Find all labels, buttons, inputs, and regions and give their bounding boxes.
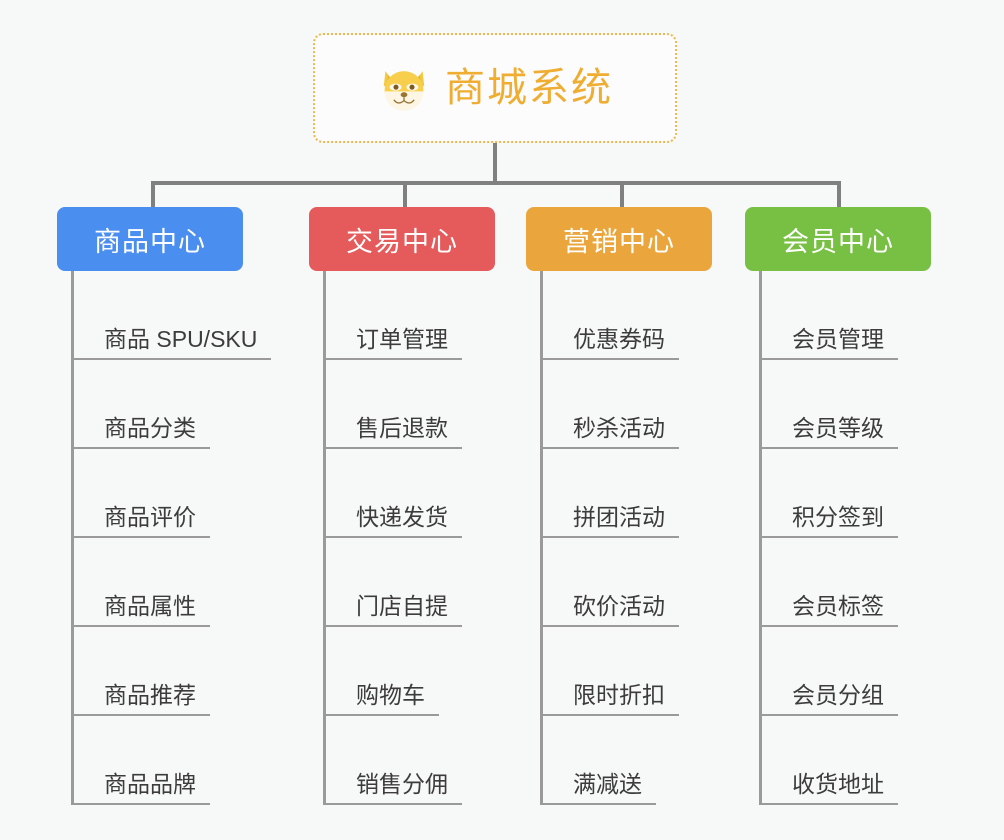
- leaf-item[interactable]: 商品属性: [90, 538, 307, 627]
- leaf-item[interactable]: 售后退款: [342, 360, 539, 449]
- leaf-label: 快递发货: [342, 504, 462, 538]
- leaf-label: 会员管理: [778, 326, 898, 360]
- leaf-list-marketing-center: 优惠券码 秒杀活动 拼团活动 砍价活动 限时折扣 满减送: [540, 271, 756, 805]
- connector-root-stem: [493, 143, 497, 183]
- leaf-item[interactable]: 门店自提: [342, 538, 539, 627]
- leaf-item[interactable]: 快递发货: [342, 449, 539, 538]
- leaf-label: 会员等级: [778, 415, 898, 449]
- leaf-item[interactable]: 商品评价: [90, 449, 307, 538]
- leaf-item[interactable]: 销售分佣: [342, 716, 539, 805]
- leaf-item[interactable]: 满减送: [559, 716, 756, 805]
- leaf-label: 秒杀活动: [559, 415, 679, 449]
- leaf-item[interactable]: 积分签到: [778, 449, 975, 538]
- leaf-label: 限时折扣: [559, 682, 679, 716]
- leaf-item[interactable]: 购物车: [342, 627, 539, 716]
- leaf-label: 收货地址: [778, 771, 898, 805]
- branch-trade-center: 交易中心 订单管理 售后退款 快递发货 门店自提 购物车 销售分佣: [309, 207, 539, 805]
- leaf-label: 商品 SPU/SKU: [90, 326, 272, 360]
- branch-product-center: 商品中心 商品 SPU/SKU 商品分类 商品评价 商品属性 商品推荐 商品品牌: [57, 207, 307, 805]
- leaf-label: 砍价活动: [559, 593, 679, 627]
- leaf-label: 商品分类: [90, 415, 210, 449]
- leaf-item[interactable]: 拼团活动: [559, 449, 756, 538]
- leaf-list-product-center: 商品 SPU/SKU 商品分类 商品评价 商品属性 商品推荐 商品品牌: [71, 271, 307, 805]
- connector-horizontal-bus: [151, 181, 841, 185]
- leaf-label: 门店自提: [342, 593, 462, 627]
- shiba-dog-face-icon: [377, 61, 431, 115]
- root-node-mall-system[interactable]: 商城系统: [313, 33, 677, 143]
- leaf-item[interactable]: 商品推荐: [90, 627, 307, 716]
- branch-header-member-center[interactable]: 会员中心: [745, 207, 931, 271]
- leaf-item[interactable]: 订单管理: [342, 271, 539, 360]
- leaf-list-member-center: 会员管理 会员等级 积分签到 会员标签 会员分组 收货地址: [759, 271, 975, 805]
- branch-header-label: 交易中心: [346, 226, 458, 257]
- leaf-list-trade-center: 订单管理 售后退款 快递发货 门店自提 购物车 销售分佣: [323, 271, 539, 805]
- branch-header-label: 会员中心: [782, 226, 894, 257]
- leaf-item[interactable]: 收货地址: [778, 716, 975, 805]
- branch-header-trade-center[interactable]: 交易中心: [309, 207, 495, 271]
- leaf-item[interactable]: 优惠券码: [559, 271, 756, 360]
- branch-header-label: 商品中心: [94, 226, 206, 257]
- leaf-label: 订单管理: [342, 326, 462, 360]
- leaf-label: 满减送: [559, 771, 656, 805]
- branch-member-center: 会员中心 会员管理 会员等级 积分签到 会员标签 会员分组 收货地址: [745, 207, 975, 805]
- leaf-item[interactable]: 商品品牌: [90, 716, 307, 805]
- leaf-label: 商品推荐: [90, 682, 210, 716]
- connector-drop-marketing: [620, 181, 624, 207]
- branch-header-label: 营销中心: [563, 226, 675, 257]
- leaf-label: 积分签到: [778, 504, 898, 538]
- branch-header-marketing-center[interactable]: 营销中心: [526, 207, 712, 271]
- connector-drop-member: [837, 181, 841, 207]
- leaf-item[interactable]: 会员标签: [778, 538, 975, 627]
- leaf-item[interactable]: 秒杀活动: [559, 360, 756, 449]
- leaf-item[interactable]: 会员管理: [778, 271, 975, 360]
- root-title: 商城系统: [445, 66, 613, 110]
- leaf-item[interactable]: 商品分类: [90, 360, 307, 449]
- leaf-label: 商品属性: [90, 593, 210, 627]
- connector-drop-trade: [403, 181, 407, 207]
- leaf-item[interactable]: 会员等级: [778, 360, 975, 449]
- leaf-label: 销售分佣: [342, 771, 462, 805]
- leaf-label: 购物车: [342, 682, 439, 716]
- leaf-item[interactable]: 砍价活动: [559, 538, 756, 627]
- leaf-label: 商品品牌: [90, 771, 210, 805]
- leaf-label: 售后退款: [342, 415, 462, 449]
- leaf-label: 拼团活动: [559, 504, 679, 538]
- leaf-item[interactable]: 商品 SPU/SKU: [90, 271, 307, 360]
- leaf-label: 会员标签: [778, 593, 898, 627]
- leaf-label: 商品评价: [90, 504, 210, 538]
- branch-header-product-center[interactable]: 商品中心: [57, 207, 243, 271]
- leaf-item[interactable]: 会员分组: [778, 627, 975, 716]
- connector-drop-product: [151, 181, 155, 207]
- leaf-label: 会员分组: [778, 682, 898, 716]
- leaf-label: 优惠券码: [559, 326, 679, 360]
- branch-marketing-center: 营销中心 优惠券码 秒杀活动 拼团活动 砍价活动 限时折扣 满减送: [526, 207, 756, 805]
- leaf-item[interactable]: 限时折扣: [559, 627, 756, 716]
